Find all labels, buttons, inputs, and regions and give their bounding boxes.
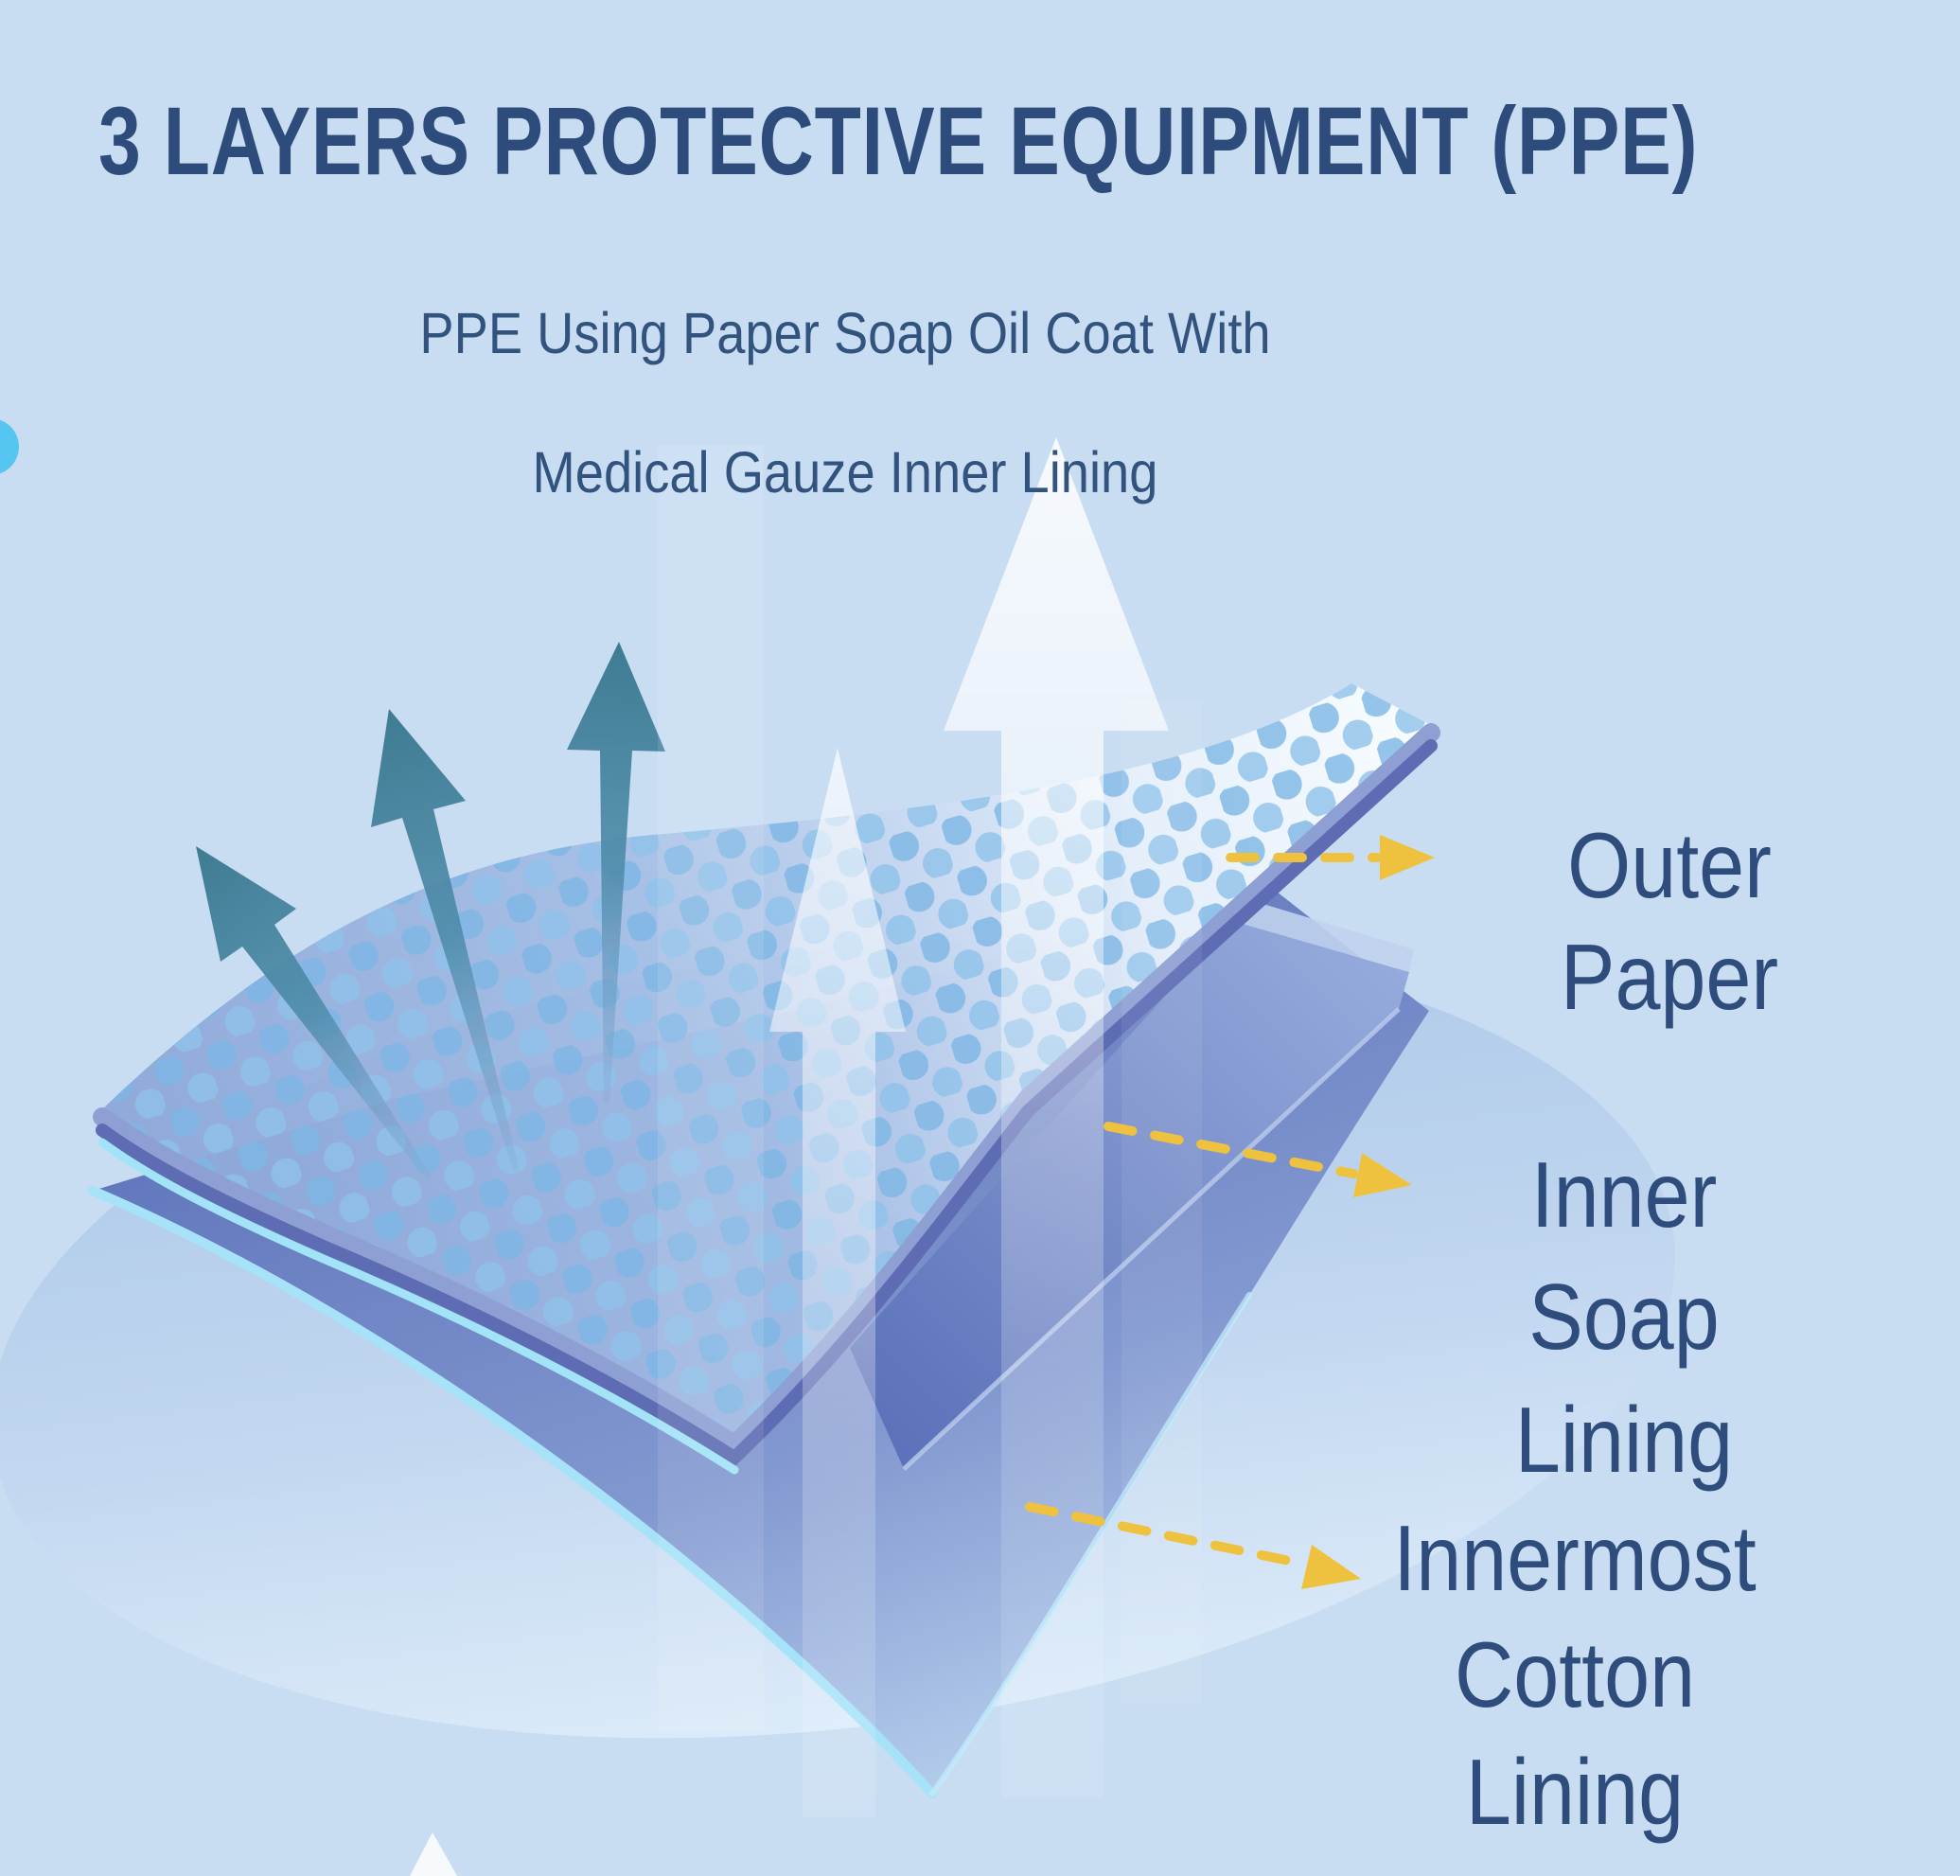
breathability-arrows: [196, 642, 665, 1181]
white-up-arrow-icon: [410, 1832, 457, 1876]
teal-arrow-icon: [567, 642, 665, 1103]
label-inner-soap-lining: Inner Soap Lining: [1514, 1142, 1734, 1492]
light-streak: [658, 445, 764, 1732]
callout-arrows: [1025, 835, 1435, 1589]
dashed-callout-arrow-icon: [1104, 1122, 1412, 1197]
white-up-arrow-icon: [944, 437, 1169, 1798]
light-streak: [1121, 700, 1202, 1704]
white-up-arrow-icon: [769, 748, 906, 1817]
page-subtitle: PPE Using Paper Soap Oil Coat With Medic…: [419, 230, 1270, 507]
teal-arrow-icon: [196, 846, 432, 1181]
airflow-arrows: [410, 437, 1202, 1876]
label-innermost-cotton-lining: Innermost Cotton Lining: [1393, 1506, 1757, 1844]
subtitle-line-2: Medical Gauze Inner Lining: [532, 439, 1158, 504]
inner-soap-layer-shape: [850, 896, 1414, 1471]
page-title: 3 LAYERS PROTECTIVE EQUIPMENT (PPE): [98, 87, 1699, 195]
teal-arrow-icon: [371, 709, 519, 1170]
label-outer-paper: Outer Paper: [1560, 813, 1779, 1029]
dashed-callout-arrow-icon: [1025, 1502, 1361, 1589]
dashed-callout-arrow-icon: [1226, 835, 1435, 880]
cyan-edge-accent: [0, 419, 19, 474]
subtitle-line-1: PPE Using Paper Soap Oil Coat With: [419, 301, 1271, 366]
